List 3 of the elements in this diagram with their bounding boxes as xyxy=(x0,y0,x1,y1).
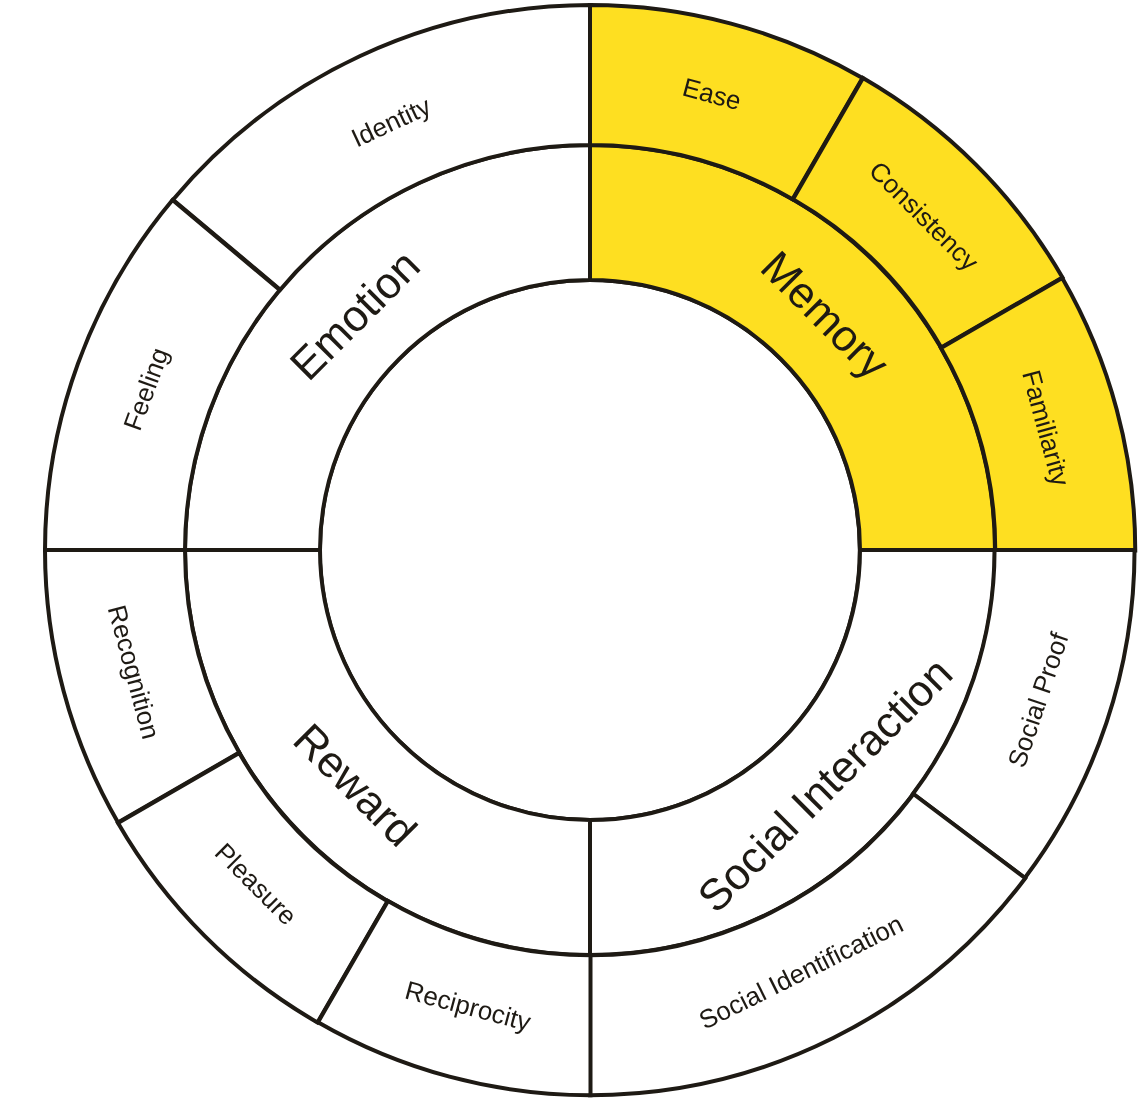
subcategory-label: Familiarity xyxy=(1018,367,1074,489)
subcategory-label: Ease xyxy=(680,73,745,115)
subcategory-label: Social Proof xyxy=(1003,629,1073,771)
